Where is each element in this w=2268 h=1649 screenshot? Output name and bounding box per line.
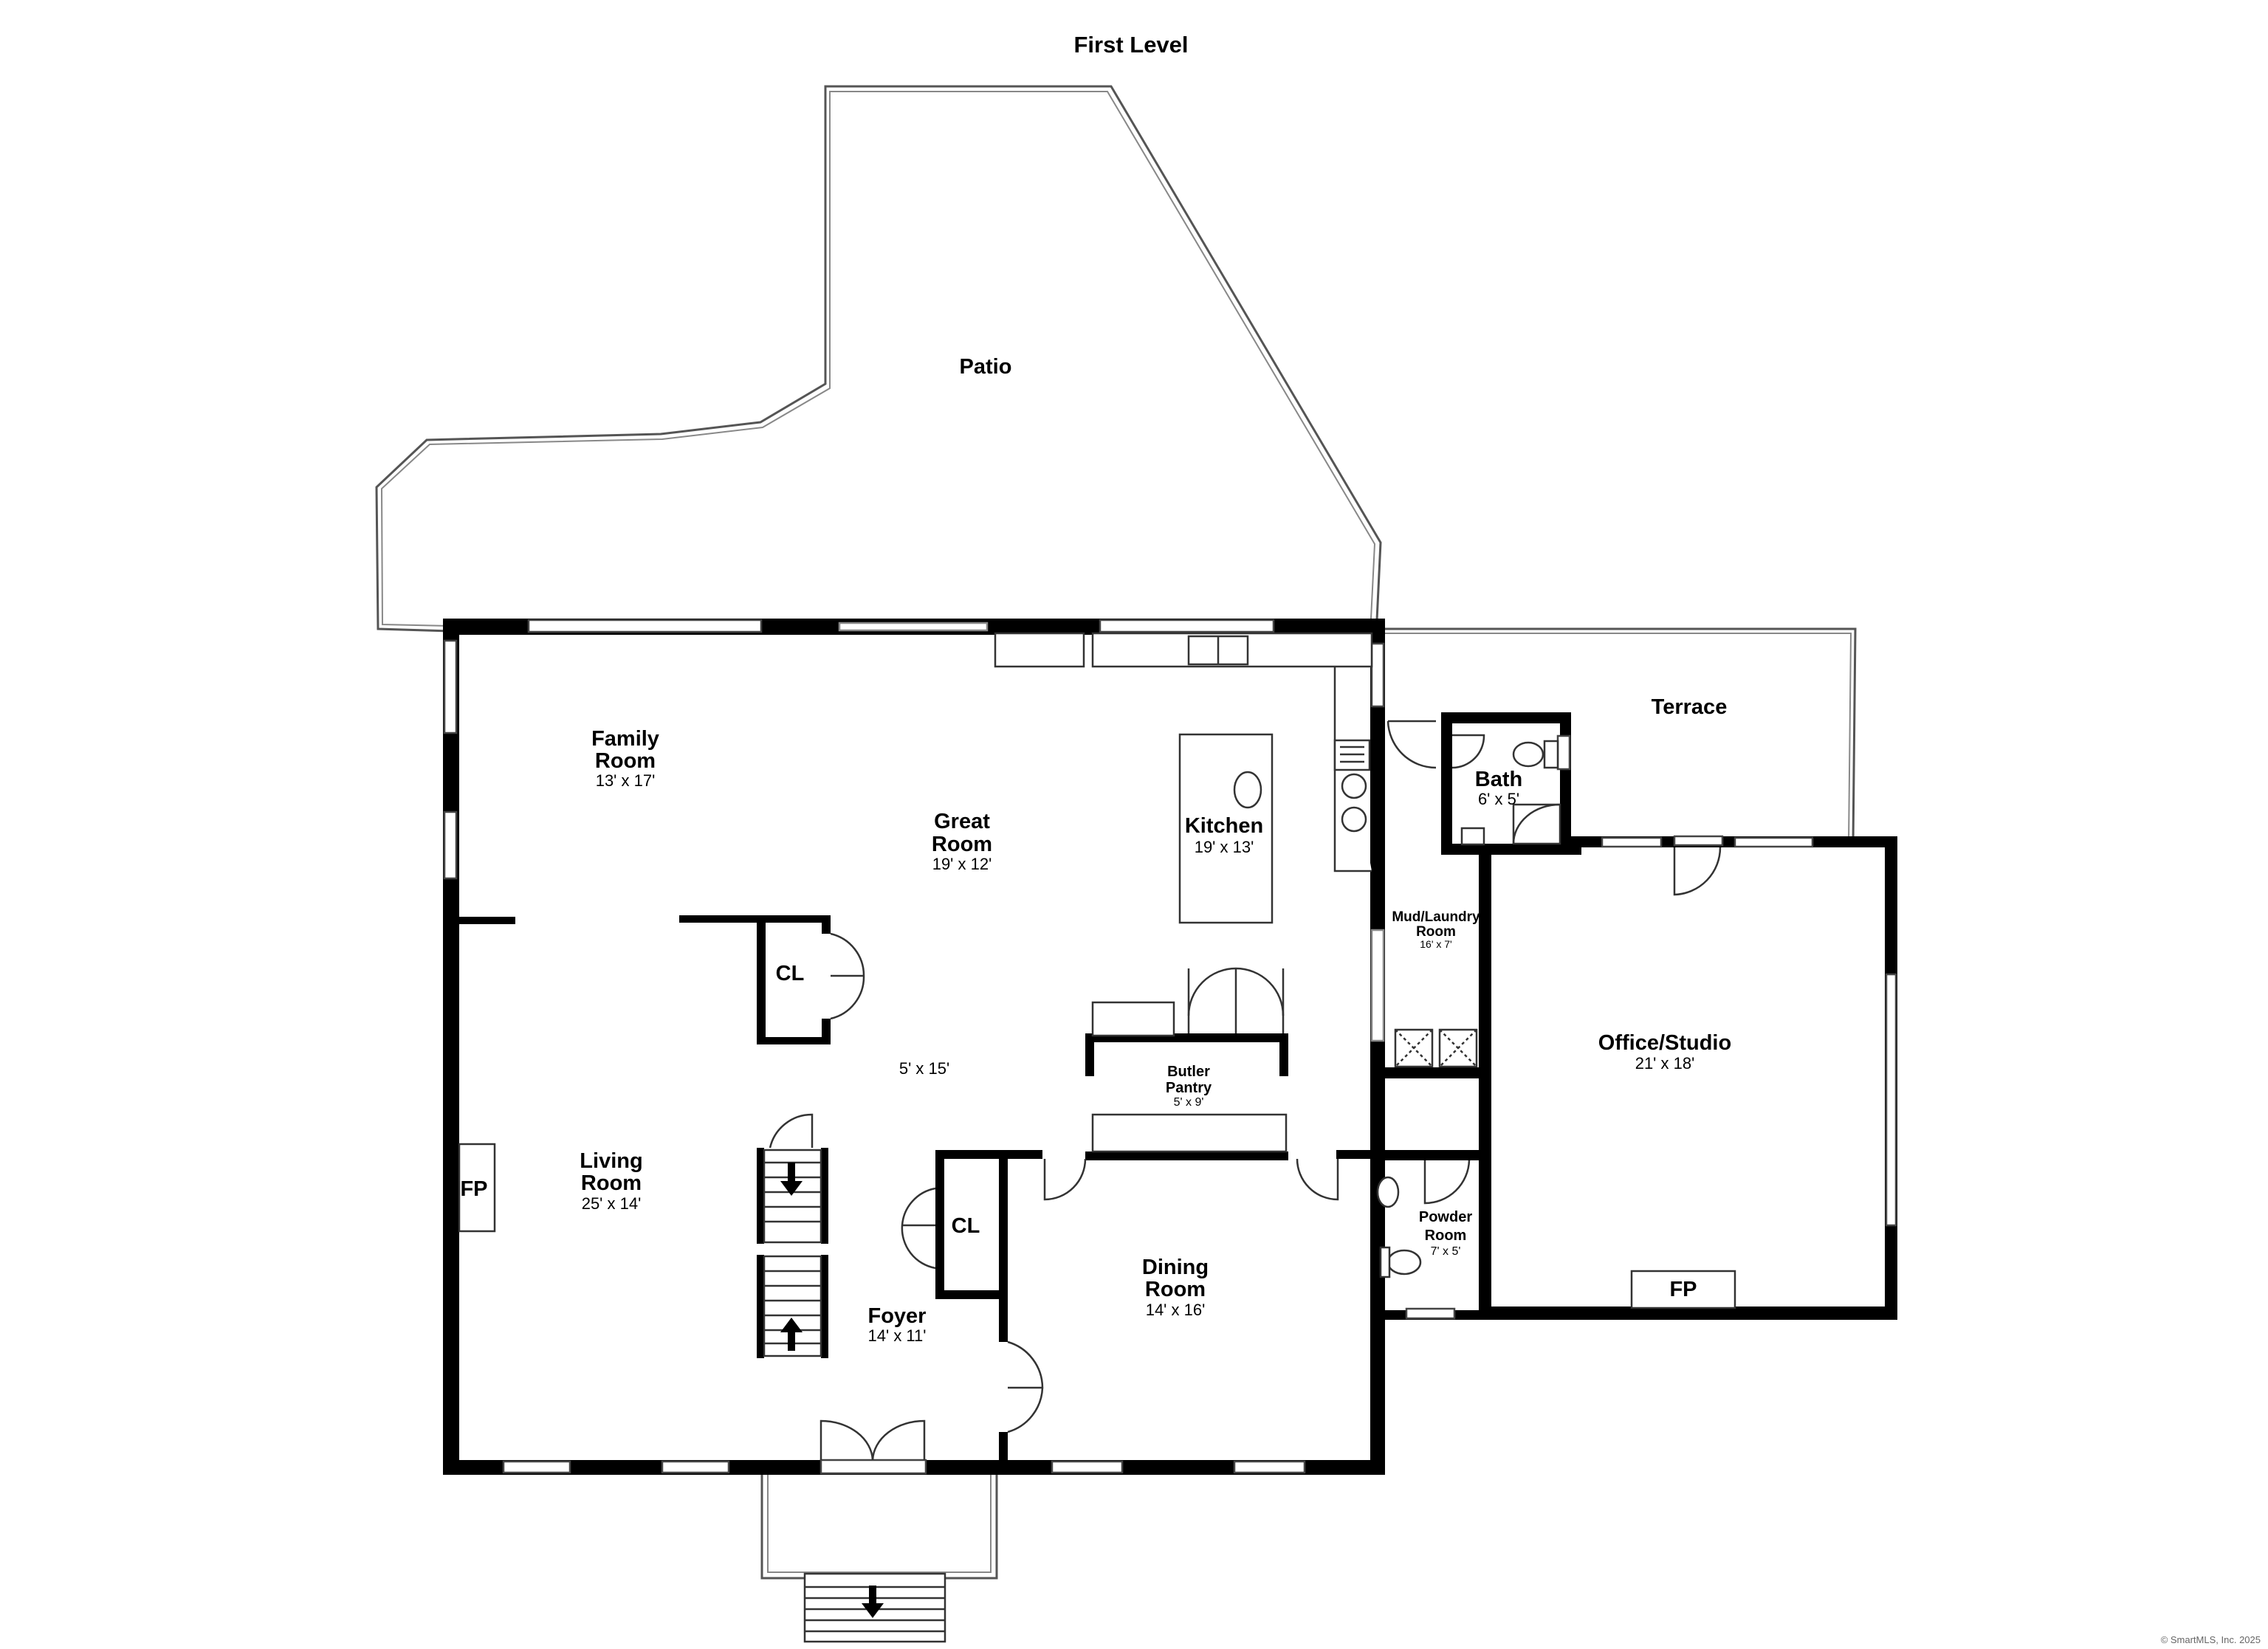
powder-room-label-2: Room xyxy=(1425,1228,1467,1244)
kitchen-fixtures xyxy=(994,632,1373,1153)
stairs xyxy=(763,1149,822,1357)
living-room-label-2: Room xyxy=(581,1171,642,1195)
mud-room-dim: 16' x 7' xyxy=(1420,938,1451,950)
doors xyxy=(769,720,1724,1475)
great-room-label-1: Great xyxy=(934,810,990,833)
mud-room-label-1: Mud/Laundry xyxy=(1392,909,1480,925)
office-studio-label: Office/Studio xyxy=(1598,1031,1731,1055)
great-room-label-2: Room xyxy=(932,833,992,856)
great-room-dim: 19' x 12' xyxy=(932,855,992,873)
fireplace-label-2: FP xyxy=(1669,1278,1697,1301)
butler-pantry-label-1: Butler xyxy=(1167,1064,1210,1080)
butler-pantry-dim: 5' x 9' xyxy=(1174,1096,1204,1109)
fireplace-living xyxy=(458,1143,496,1233)
office-studio-dim: 21' x 18' xyxy=(1635,1054,1695,1073)
family-room-label-1: Family xyxy=(591,727,659,751)
powder-room-label-1: Powder xyxy=(1419,1209,1472,1225)
plan-title: First Level xyxy=(1073,32,1188,58)
closet-label-2: CL xyxy=(952,1214,980,1238)
butler-pantry-label-2: Pantry xyxy=(1166,1080,1212,1096)
bath-fixtures xyxy=(1376,740,1561,1278)
terrace-outline xyxy=(1381,627,1857,844)
foyer-label: Foyer xyxy=(868,1304,927,1328)
terrace-label: Terrace xyxy=(1652,695,1728,719)
dining-room-dim: 14' x 16' xyxy=(1146,1301,1206,1319)
patio-label: Patio xyxy=(960,355,1012,379)
foyer-dim: 14' x 11' xyxy=(868,1326,927,1345)
fireplace-label-1: FP xyxy=(460,1177,487,1201)
copyright-notice: © SmartMLS, Inc. 2025 xyxy=(2161,1634,2261,1645)
dining-room-label-2: Room xyxy=(1145,1278,1206,1301)
kitchen-dim: 19' x 13' xyxy=(1195,838,1254,856)
kitchen-label: Kitchen xyxy=(1185,814,1263,838)
living-room-dim: 25' x 14' xyxy=(582,1194,642,1213)
bath-label: Bath xyxy=(1475,768,1522,791)
dining-room-label-1: Dining xyxy=(1142,1256,1209,1279)
patio-outline xyxy=(375,85,1382,633)
front-porch xyxy=(760,1473,998,1643)
living-room-label-1: Living xyxy=(580,1149,642,1173)
powder-room-dim: 7' x 5' xyxy=(1431,1245,1461,1258)
family-room-label-2: Room xyxy=(595,749,656,773)
interior-walls xyxy=(458,915,1377,1473)
mud-room-label-2: Room xyxy=(1416,924,1456,940)
family-room-dim: 13' x 17' xyxy=(596,771,656,790)
bath-dim: 6' x 5' xyxy=(1478,790,1519,808)
closet-label-1: CL xyxy=(776,962,805,985)
windows xyxy=(443,619,1897,1474)
hall-dim: 5' x 15' xyxy=(899,1059,949,1078)
fireplace-office xyxy=(1630,1270,1736,1309)
